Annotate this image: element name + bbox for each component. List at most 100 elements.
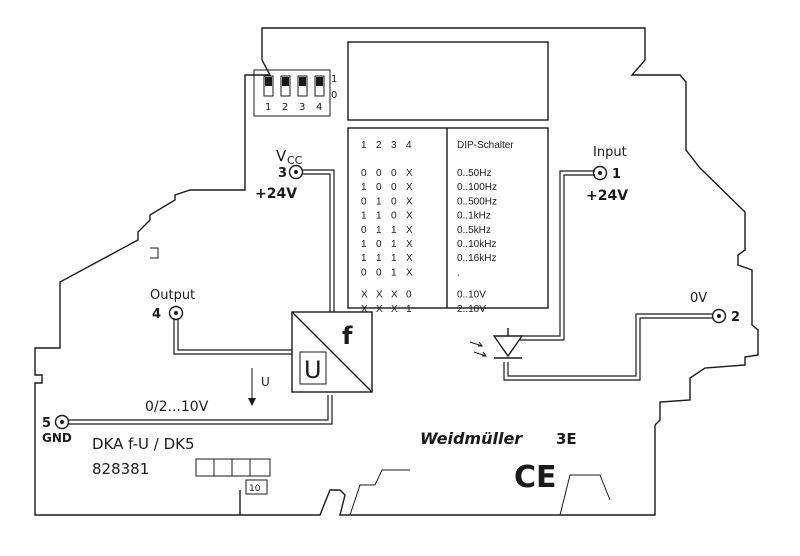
table-cell-bit: 0 — [361, 225, 367, 236]
housing-foot — [559, 474, 611, 516]
table-box — [347, 127, 549, 309]
table-cell-bit: X — [391, 290, 398, 301]
terminal-3-vcc-sub: CC — [287, 154, 303, 167]
terminal-1-number: 1 — [612, 167, 621, 182]
converter-box — [291, 311, 373, 393]
dip-off-label: 0 — [331, 90, 337, 101]
table-cell-bit: X — [376, 304, 383, 315]
dip-lever-knob-1 — [265, 77, 272, 86]
table-cell-bit: X — [406, 267, 413, 278]
terminal-2-number: 2 — [731, 310, 740, 325]
table-cell-bit: 0 — [406, 290, 412, 301]
terminal-4-name: Output — [150, 288, 195, 303]
dip-lever-2[interactable] — [280, 75, 291, 97]
terminal-5[interactable] — [54, 414, 70, 430]
terminal-3-number: 3 — [278, 166, 287, 181]
table-column-header: 4 — [406, 140, 412, 151]
table-column-header: 1 — [361, 140, 367, 151]
table-cell-range: . — [457, 267, 460, 278]
table-cell-range: 0..16kHz — [457, 253, 496, 264]
terminal-3-vcc-main: V — [276, 147, 287, 165]
terminal-3[interactable] — [288, 164, 304, 180]
table-cell-bit: 1 — [391, 225, 397, 236]
converter-u-label: U — [304, 356, 322, 384]
table-cell-bit: 1 — [406, 304, 412, 315]
led-triangle — [492, 335, 524, 358]
table-column-header: 2 — [376, 140, 382, 151]
table-cell-bit: X — [406, 182, 413, 193]
table-cell-bit: 1 — [361, 182, 367, 193]
terminal-1[interactable] — [592, 165, 608, 181]
terminal-3-voltage: +24V — [255, 186, 297, 202]
table-cell-bit: 0 — [391, 182, 397, 193]
dip-lever-knob-2 — [282, 77, 289, 86]
converter-u-box — [299, 351, 327, 385]
table-cell-range: 0..50Hz — [457, 168, 491, 179]
table-cell-bit: 0 — [376, 168, 382, 179]
table-cell-bit: 0 — [391, 168, 397, 179]
dip-lever-4[interactable] — [314, 75, 325, 97]
terminal-5-name: GND — [42, 431, 72, 445]
dip-lever-knob-4 — [316, 77, 323, 86]
dip-position-label: 2 — [282, 102, 288, 113]
table-cell-range: 0..100Hz — [457, 182, 497, 193]
wire-zero-volt-inner — [503, 317, 712, 381]
table-cell-bit: X — [391, 304, 398, 315]
table-cell-bit: 1 — [391, 267, 397, 278]
label-boxes — [195, 458, 271, 495]
dip-lever-knob-3 — [299, 77, 306, 86]
table-cell-bit: 1 — [376, 196, 382, 207]
housing-notch-left — [150, 247, 159, 259]
converter-f-label: f — [342, 322, 353, 350]
table-cell-bit: 0 — [361, 267, 367, 278]
table-cell-range: 0..10kHz — [457, 239, 496, 250]
table-cell-bit: 1 — [361, 253, 367, 264]
table-cell-bit: 0 — [376, 267, 382, 278]
table-cell-bit: 1 — [361, 211, 367, 222]
terminal-2-name: 0V — [690, 291, 707, 306]
table-cell-range: 0..500Hz — [457, 196, 497, 207]
table-cell-range: 0..5kHz — [457, 225, 491, 236]
table-cell-bit: 1 — [376, 211, 382, 222]
dip-switch-frame — [253, 69, 331, 117]
terminal-4[interactable] — [168, 305, 184, 321]
table-cell-bit: 0 — [376, 182, 382, 193]
wire-output-inner — [177, 318, 292, 351]
table-cell-bit: 0 — [391, 211, 397, 222]
dip-position-label: 3 — [299, 102, 305, 113]
table-cell-range: 0..10V — [457, 290, 486, 301]
table-cell-bit: 0 — [361, 168, 367, 179]
table-cell-bit: 1 — [376, 225, 382, 236]
wire-vcc — [303, 173, 331, 312]
wire-gnd-inner — [68, 395, 333, 425]
housing-outline — [34, 27, 759, 516]
table-cell-bit: 1 — [361, 239, 367, 250]
table-cell-bit: X — [406, 253, 413, 264]
housing-notch-bottom — [349, 469, 410, 516]
terminal-5-number: 5 — [42, 416, 51, 431]
table-header-dip-schalter: DIP-Schalter — [457, 140, 514, 151]
converter-block: f U — [291, 311, 373, 393]
terminal-2[interactable] — [711, 308, 727, 324]
table-cell-bit: 1 — [391, 239, 397, 250]
table-cell-range: 2..10V — [457, 304, 486, 315]
led-icon — [469, 328, 524, 359]
dip-lever-1[interactable] — [263, 75, 274, 97]
dip-lever-3[interactable] — [297, 75, 308, 97]
table-column-header: 3 — [391, 140, 397, 151]
wire-zero-volt — [507, 313, 712, 377]
wire-input-inner — [520, 174, 595, 341]
table-cell-range: 0..1kHz — [457, 211, 491, 222]
label-box-number: 10 — [249, 484, 261, 494]
wire-input — [520, 170, 595, 337]
brand-name: Weidmüller — [420, 429, 523, 448]
table-cell-bit: X — [406, 211, 413, 222]
dip-position-label: 1 — [265, 102, 271, 113]
table-cell-bit: 0 — [376, 239, 382, 250]
arrow-down-icon — [248, 398, 256, 406]
table-cell-bit: 1 — [391, 253, 397, 264]
table-cell-bit: 0 — [391, 196, 397, 207]
